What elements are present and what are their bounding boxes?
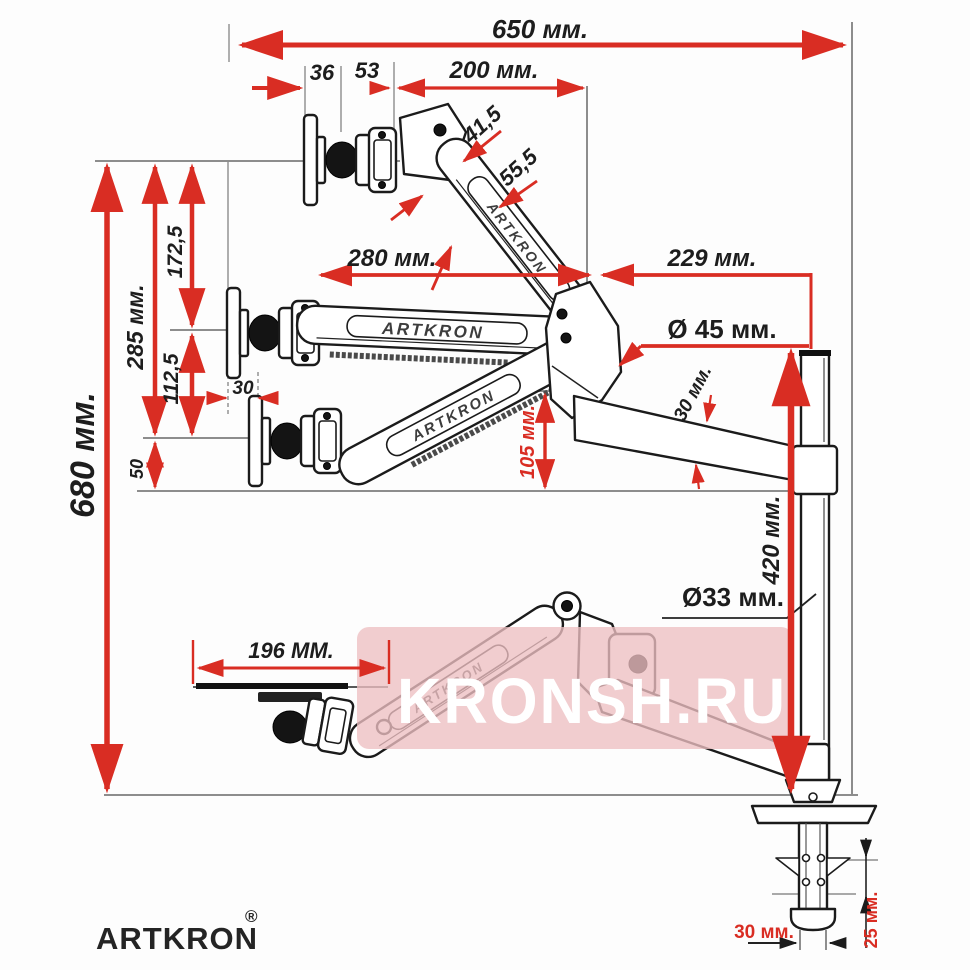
dim-50-label: 50 bbox=[127, 459, 147, 479]
main-pivot-head bbox=[544, 280, 623, 420]
wall-mount-top bbox=[302, 113, 398, 207]
watermark: KRONSH.RU bbox=[357, 627, 793, 749]
dim-105-label: 105 мм. bbox=[517, 405, 539, 479]
dim-30-bolt-label: 30 мм. bbox=[734, 922, 794, 943]
tray-assembly bbox=[193, 683, 388, 756]
dim-229-label: 229 мм. bbox=[667, 245, 757, 272]
dim-30-arm-label: 30 мм. bbox=[670, 362, 717, 425]
desk-clamp bbox=[750, 778, 878, 950]
dim-680-label: 680 мм. bbox=[64, 392, 102, 518]
dim-25-label: 25 мм. bbox=[861, 892, 881, 949]
dim-280-label: 280 мм. bbox=[347, 245, 437, 272]
watermark-band bbox=[357, 627, 793, 749]
registered-trademark-symbol: ® bbox=[245, 907, 259, 926]
watermark-text: KRONSH.RU bbox=[397, 665, 787, 737]
dim-30-wall-label: 30 bbox=[232, 378, 254, 399]
dim-285-label: 285 мм. bbox=[122, 284, 148, 370]
red-dimension-arrows bbox=[90, 29, 848, 795]
brand-logo: ARTKRON ® bbox=[96, 907, 259, 956]
wall-mount-bottom bbox=[247, 394, 343, 488]
dim-53-label: 53 bbox=[355, 58, 379, 83]
arm-brand-label-middle: ARTKRON bbox=[381, 319, 485, 343]
desk-pole bbox=[791, 350, 839, 797]
dim-200-label: 200 мм. bbox=[449, 57, 539, 84]
dim-dia33-label: Ø33 мм. bbox=[682, 582, 784, 612]
dim-172-label: 172,5 bbox=[164, 225, 187, 278]
dim-650-label: 650 мм. bbox=[492, 14, 588, 44]
dimension-labels: 650 мм. 36 53 200 мм. 41,5 55,5 172,5 28… bbox=[64, 14, 881, 948]
dim-36-label: 36 bbox=[310, 60, 335, 85]
dim-dia45-label: Ø 45 мм. bbox=[667, 314, 776, 344]
gas-spring-arm-horizontal: ARTKRON bbox=[295, 304, 591, 366]
pole-collar-upper bbox=[791, 444, 839, 496]
dim-420-label: 420 мм. bbox=[758, 496, 785, 586]
dim-196-label: 196 ММ. bbox=[248, 638, 334, 663]
brand-logo-text: ARTKRON bbox=[96, 921, 258, 956]
dim-112-label: 112,5 bbox=[160, 353, 183, 404]
